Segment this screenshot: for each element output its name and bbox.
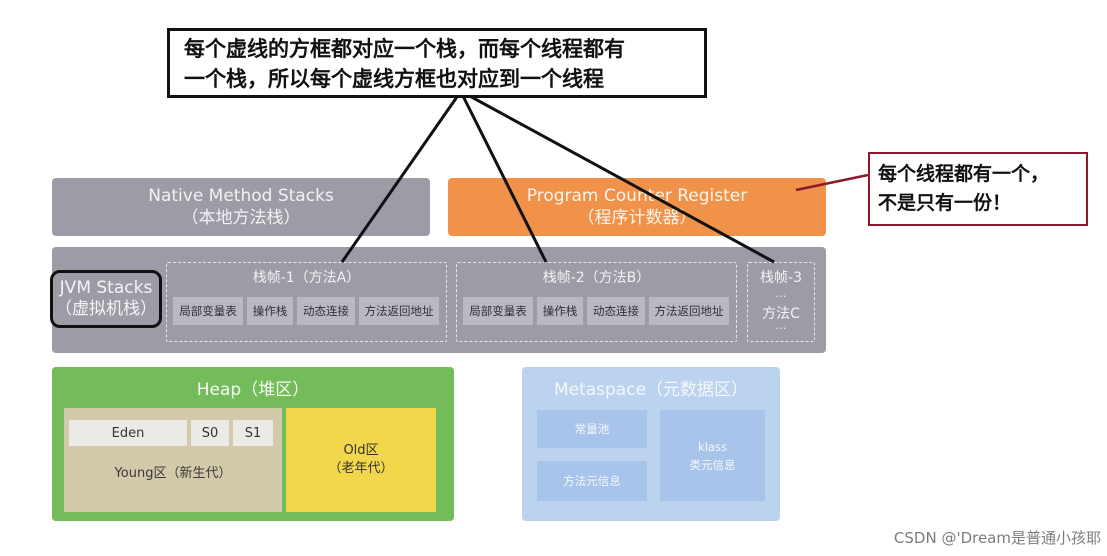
dynamic-linking-cell: 动态连接 <box>587 297 645 325</box>
native-method-stacks-box: Native Method Stacks （本地方法栈） <box>52 178 430 236</box>
klass-label: klass <box>698 439 727 454</box>
watermark: CSDN @'Dream是普通小孩耶 <box>893 529 1101 547</box>
program-counter-register-name: Program Counter Register <box>526 186 748 206</box>
survivor-s0-cell: S0 <box>191 420 229 446</box>
operand-stack-cell: 操作栈 <box>537 297 583 325</box>
metaspace-title: Metaspace（元数据区） <box>553 379 749 400</box>
local-variable-table-cell: 局部变量表 <box>463 297 533 325</box>
thread-stack-callout: 每个虚线的方框都对应一个栈，而每个线程都有 一个栈，所以每个虚线方框也对应到一个… <box>167 28 707 98</box>
constant-pool-cell: 常量池 <box>537 410 647 448</box>
program-counter-callout: 每个线程都有一个， 不是只有一份！ <box>868 152 1088 226</box>
method-metadata-cell: 方法元信息 <box>537 461 647 501</box>
jvm-stacks-name: JVM Stacks <box>59 278 153 298</box>
old-generation-box: Old区 （老年代） <box>286 408 436 512</box>
program-counter-callout-line-1: 每个线程都有一个， <box>878 163 1050 185</box>
heap-title: Heap（堆区） <box>196 379 310 400</box>
stack-frame-1-title: 栈帧-1（方法A） <box>252 270 361 286</box>
native-method-stacks-name: Native Method Stacks <box>148 186 334 206</box>
stack-frame-3-ellipsis-top: … <box>775 287 787 300</box>
operand-stack-cell: 操作栈 <box>247 297 293 325</box>
thread-stack-callout-line-2: 一个栈，所以每个虚线方框也对应到一个线程 <box>184 66 604 91</box>
old-generation-subtitle: （老年代） <box>328 461 394 476</box>
pointer-line-frame-3 <box>465 92 775 264</box>
program-counter-register-subtitle: （程序计数器） <box>577 208 697 228</box>
stack-frame-1: 栈帧-1（方法A） 局部变量表 操作栈 动态连接 方法返回地址 <box>166 262 447 342</box>
young-generation-label: Young区（新生代） <box>114 465 232 481</box>
thread-stack-callout-line-1: 每个虚线的方框都对应一个栈，而每个线程都有 <box>184 36 625 61</box>
stack-frame-3: 栈帧-3 … 方法C … <box>747 262 815 342</box>
survivor-s1-cell: S1 <box>233 420 273 446</box>
eden-cell: Eden <box>69 420 187 446</box>
stack-frame-2: 栈帧-2（方法B） 局部变量表 操作栈 动态连接 方法返回地址 <box>456 262 737 342</box>
jvm-stacks-subtitle: （虚拟机栈） <box>55 299 157 319</box>
local-variable-table-cell: 局部变量表 <box>173 297 243 325</box>
return-address-cell: 方法返回地址 <box>359 297 439 325</box>
old-generation-label: Old区 <box>343 443 379 458</box>
stack-frame-2-title: 栈帧-2（方法B） <box>542 270 651 286</box>
pointer-line-frame-1 <box>340 93 461 263</box>
return-address-cell: 方法返回地址 <box>649 297 729 325</box>
jvm-stacks-label: JVM Stacks （虚拟机栈） <box>50 270 162 328</box>
class-metadata-label: 类元信息 <box>689 457 736 472</box>
native-method-stacks-subtitle: （本地方法栈） <box>181 208 301 228</box>
pointer-line-frame-2 <box>460 93 548 263</box>
pointer-line-program-counter <box>795 173 869 192</box>
stack-frame-3-method: 方法C <box>762 306 800 322</box>
stack-frame-3-ellipsis-bottom: … <box>775 319 787 332</box>
dynamic-linking-cell: 动态连接 <box>297 297 355 325</box>
klass-cell: klass 类元信息 <box>660 410 765 501</box>
stack-frame-3-title: 栈帧-3 <box>760 270 802 286</box>
program-counter-register-box: Program Counter Register （程序计数器） <box>448 178 826 236</box>
program-counter-callout-line-2: 不是只有一份！ <box>878 192 1012 214</box>
